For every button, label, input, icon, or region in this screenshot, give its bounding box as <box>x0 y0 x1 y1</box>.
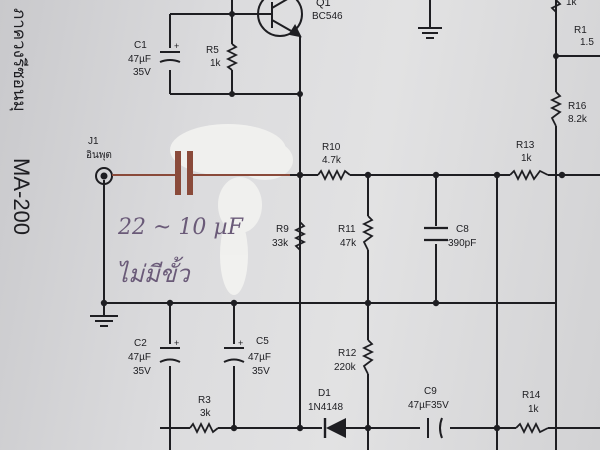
r11-value: 47k <box>340 238 357 249</box>
j1-label: อินพุต <box>86 150 112 161</box>
handwritten-non-polar-note: ไม่มีขั้ว <box>116 256 191 288</box>
c2-capacitor-symbol <box>159 347 181 363</box>
r16-ref: R16 <box>568 101 587 112</box>
r13-ref: R13 <box>516 140 535 151</box>
c5-value: 47µF <box>248 352 271 363</box>
c2-ref: C2 <box>134 338 147 349</box>
c1-voltage: 35V <box>133 67 151 78</box>
r16-resistor-symbol <box>549 91 563 127</box>
r10-ref: R10 <box>322 142 341 153</box>
c5-ref: C5 <box>256 336 269 347</box>
r9-ref: R9 <box>276 224 289 235</box>
junction-dots <box>100 11 566 432</box>
r14-ref: R14 <box>522 390 541 401</box>
c8-value: 390pF <box>448 238 476 249</box>
d1-value: 1N4148 <box>308 402 343 413</box>
r11-ref: R11 <box>338 224 356 235</box>
c8-capacitor-symbol <box>424 226 448 242</box>
film-capacitor-drawing <box>112 151 290 195</box>
q1-ref: Q1 <box>316 0 331 9</box>
j1-ref: J1 <box>88 136 99 147</box>
c1-capacitor-symbol <box>159 51 181 63</box>
q1-transistor-symbol <box>257 0 303 38</box>
ground-top-symbol <box>418 27 442 39</box>
r1x-value: 1.5 <box>580 37 594 48</box>
svg-text:+: + <box>174 41 179 51</box>
c1-value: 47µF <box>128 54 151 65</box>
d1-ref: D1 <box>318 388 331 399</box>
r9-resistor-symbol <box>293 221 307 251</box>
q1-value: BC546 <box>312 11 343 22</box>
r5-resistor-symbol <box>225 43 239 71</box>
c9-capacitor-symbol <box>427 417 443 439</box>
c2-voltage: 35V <box>133 366 151 377</box>
top-right-value: 1k <box>566 0 578 8</box>
svg-text:+: + <box>174 338 179 348</box>
c9-value: 47µF35V <box>408 400 449 411</box>
r11-resistor-symbol <box>361 215 375 251</box>
ground-left-symbol <box>90 315 118 327</box>
r12-resistor-symbol <box>361 339 375 375</box>
handwritten-cap-value: 22 ~ 10 µF <box>117 215 244 240</box>
r13-value: 1k <box>521 153 533 164</box>
svg-text:+: + <box>238 338 243 348</box>
c1-ref: C1 <box>134 40 147 51</box>
c9-ref: C9 <box>424 386 437 397</box>
side-title-thai: ภาควงรีซอนมุ <box>9 8 29 112</box>
r5-value: 1k <box>210 58 222 69</box>
c5-voltage: 35V <box>252 366 270 377</box>
r10-resistor-symbol <box>317 168 351 182</box>
r14-resistor-symbol <box>515 421 549 435</box>
c5-capacitor-symbol <box>223 347 245 363</box>
r12-ref: R12 <box>338 348 357 359</box>
c2-value: 47µF <box>128 352 151 363</box>
r16-value: 8.2k <box>568 114 588 125</box>
r3-value: 3k <box>200 408 212 419</box>
r14-value: 1k <box>528 404 540 415</box>
r9-value: 33k <box>272 238 289 249</box>
r3-ref: R3 <box>198 395 211 406</box>
r12-value: 220k <box>334 362 357 373</box>
r1x-resistor-symbol <box>550 0 562 13</box>
r3-resistor-symbol <box>189 421 219 435</box>
side-title-model: MA-200 <box>9 158 34 235</box>
r10-value: 4.7k <box>322 155 342 166</box>
r13-resistor-symbol <box>509 168 549 182</box>
r1x-ref: R1 <box>574 25 587 36</box>
correction-fluid-patch <box>170 124 293 295</box>
d1-diode-symbol <box>323 418 346 438</box>
r5-ref: R5 <box>206 45 219 56</box>
c8-ref: C8 <box>456 224 469 235</box>
side-title: ภาควงรีซอนมุ MA-200 <box>9 8 34 235</box>
component-labels: Q1 BC546 C1 47µF 35V R5 1k J1 อินพุต R10… <box>86 0 594 419</box>
